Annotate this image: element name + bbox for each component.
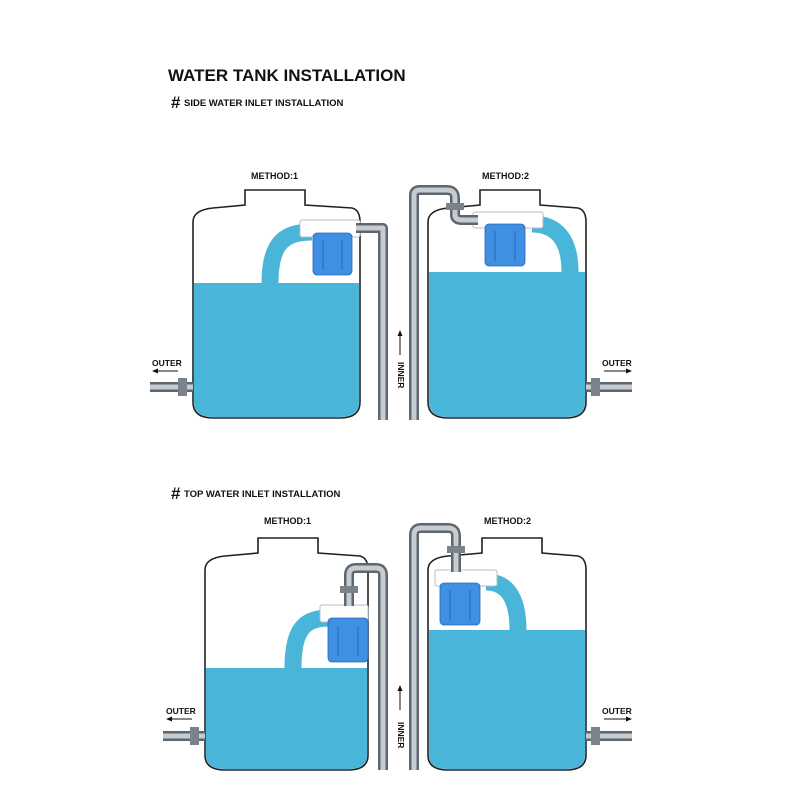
float-valve-side-1 [312,232,353,276]
outer-pipe-top-right [586,716,632,745]
method-1-label-side: METHOD:1 [251,171,298,181]
method-2-label-top: METHOD:2 [484,516,531,526]
outer-label-side-left: OUTER [152,358,182,368]
method-1-label-top: METHOD:1 [264,516,311,526]
inner-indicator-side: INNER [396,330,406,388]
tank-side-method-1 [192,189,361,419]
outer-pipe-top-left [163,716,205,745]
heading-side-inlet: SIDE WATER INLET INSTALLATION [184,98,344,109]
hash-mark-top: # [171,484,181,503]
inlet-pipe-side-2 [409,185,478,420]
water-top-method-2 [429,630,585,769]
outer-label-side-right: OUTER [602,358,632,368]
method-2-label-side: METHOD:2 [482,171,529,181]
heading-top-inlet: TOP WATER INLET INSTALLATION [184,489,341,500]
inner-label-side: INNER [396,362,406,388]
water-top-method-1 [206,668,367,769]
page-title: WATER TANK INSTALLATION [168,66,406,85]
tank-top-method-2 [427,537,587,771]
outer-label-top-right: OUTER [602,706,632,716]
section-side-inlet: METHOD:1 OUTER INNER [150,171,632,420]
inlet-pipe-top-1 [340,563,388,770]
inner-label-top: INNER [396,722,406,748]
section-top-inlet: METHOD:1 OUTER INNER [163,516,632,771]
inlet-pipe-side-1 [356,223,388,420]
tank-side-method-2 [427,189,587,419]
tank-top-method-1 [204,537,369,771]
hash-mark-side: # [171,93,181,112]
float-valve-side-2 [484,223,526,267]
inlet-pipe-top-2 [409,523,465,770]
water-side-method-2 [429,272,585,417]
inner-indicator-top: INNER [396,685,406,748]
outer-label-top-left: OUTER [166,706,196,716]
float-valve-top-1 [327,617,369,663]
outer-pipe-side-right [586,368,632,396]
float-valve-top-2 [439,582,481,626]
outer-pipe-side-left [150,368,193,396]
water-side-method-1 [194,283,359,417]
